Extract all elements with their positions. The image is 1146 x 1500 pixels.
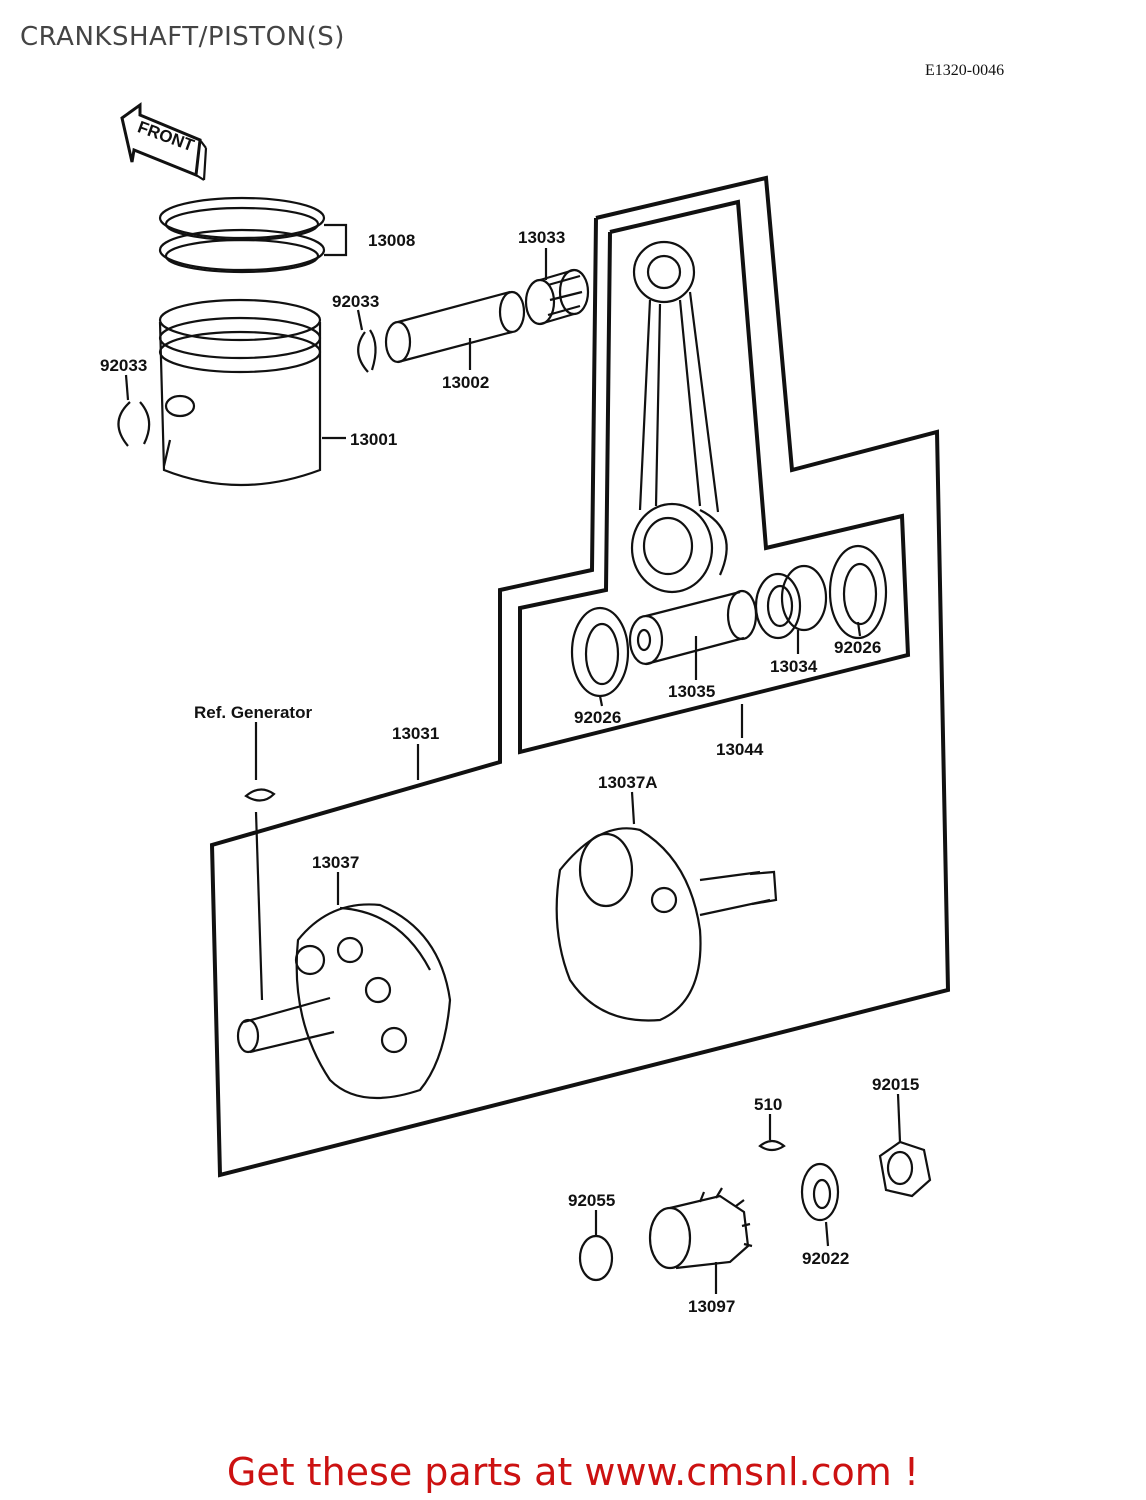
part-number-13035: 13035 <box>668 682 715 701</box>
crankshaft-assy-outline <box>209 175 951 1178</box>
part-number-92015: 92015 <box>872 1075 919 1094</box>
part-number-92055: 92055 <box>568 1191 615 1210</box>
piston-rings-icon <box>158 196 348 274</box>
part-number-13002: 13002 <box>442 373 489 392</box>
crank-half-right-icon <box>555 827 778 1022</box>
part-number-13031: 13031 <box>392 724 439 743</box>
footer-link[interactable]: Get these parts at www.cmsnl.com ! <box>226 1450 920 1494</box>
diagram-code: E1320-0046 <box>925 62 1005 79</box>
washer-right-icon <box>828 544 888 640</box>
small-end-bearing-icon <box>524 268 590 326</box>
part-number-92026-left: 92026 <box>574 708 621 727</box>
ref-generator-note: Ref. Generator <box>194 703 312 722</box>
part-number-13008: 13008 <box>368 231 415 250</box>
part-number-13001: 13001 <box>350 430 397 449</box>
washer-left-icon <box>570 606 630 698</box>
leader-lines <box>124 248 902 1294</box>
gear-icon <box>648 1187 753 1270</box>
part-number-92026-right: 92026 <box>834 638 881 657</box>
part-number-13033: 13033 <box>518 228 565 247</box>
page-title: CRANKSHAFT/PISTON(S) <box>20 22 345 52</box>
conrod-assy-outline <box>518 199 911 755</box>
part-number-92033-left: 92033 <box>100 356 147 375</box>
crank-half-left-icon <box>236 903 452 1100</box>
part-number-13037a: 13037A <box>598 773 658 792</box>
connecting-rod-icon <box>630 240 728 594</box>
woodruff-key-icon <box>244 788 276 802</box>
part-number-510: 510 <box>754 1095 782 1114</box>
key-510-icon <box>758 1139 786 1152</box>
part-number-13097: 13097 <box>688 1297 735 1316</box>
piston-icon <box>158 298 322 487</box>
crank-pin-icon <box>628 589 758 666</box>
circlip-left-icon <box>117 401 151 447</box>
piston-pin-icon <box>384 290 526 364</box>
part-number-13037: 13037 <box>312 853 359 872</box>
nut-icon <box>878 1140 932 1198</box>
circlip-upper-icon <box>357 329 377 373</box>
big-end-bearing-icon <box>754 564 828 640</box>
front-arrow-icon: FRONT <box>120 102 208 181</box>
oil-seal-icon <box>578 1234 614 1282</box>
part-number-92022: 92022 <box>802 1249 849 1268</box>
part-number-13044: 13044 <box>716 740 764 759</box>
part-number-92033-upper: 92033 <box>332 292 379 311</box>
part-number-13034: 13034 <box>770 657 818 676</box>
collar-icon <box>800 1162 840 1222</box>
